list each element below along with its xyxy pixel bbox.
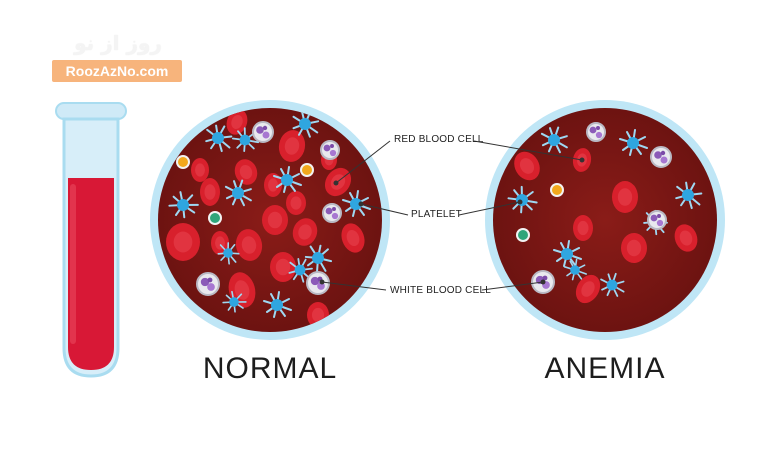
platelet-icon — [231, 127, 260, 153]
red-blood-cell-icon — [264, 173, 282, 197]
label-platelet: PLATELET — [411, 209, 462, 220]
red-blood-cell-icon — [612, 181, 638, 213]
platelet-line-anemia — [458, 201, 521, 216]
red-blood-cell-icon — [234, 159, 258, 185]
platelet-icon — [675, 181, 703, 210]
test-tube-icon — [55, 102, 127, 378]
white-blood-cell-icon — [252, 121, 274, 143]
platelet-icon — [342, 190, 371, 217]
red-blood-cell-icon — [341, 223, 365, 253]
white-blood-cell-icon — [320, 140, 340, 160]
platelet-icon — [600, 272, 625, 297]
platelet-granule — [176, 155, 190, 169]
red-blood-cell-icon — [226, 109, 248, 135]
platelet-icon — [205, 124, 233, 153]
white-blood-cell-icon — [586, 122, 606, 142]
platelet-granule — [300, 163, 314, 177]
platelet-icon — [222, 290, 247, 313]
platelet-icon — [288, 257, 313, 283]
red-blood-cell-icon — [292, 218, 318, 246]
red-blood-cell-icon — [575, 274, 601, 304]
red-blood-cell-icon — [270, 252, 296, 282]
platelet-icon — [507, 185, 538, 214]
red-blood-cell-icon — [191, 158, 209, 182]
title-anemia: ANEMIA — [544, 352, 666, 385]
platelet-line-normal — [360, 203, 409, 216]
logo-script-text: روز از نو — [74, 31, 162, 55]
red-blood-cell-icon — [674, 224, 698, 252]
red-blood-cell-icon — [166, 223, 200, 261]
red-blood-cell-icon — [286, 191, 306, 215]
platelet-icon — [563, 258, 588, 281]
wbc-line-normal — [321, 281, 387, 291]
red-blood-cell-icon — [621, 233, 647, 263]
platelet-icon — [224, 179, 252, 207]
platelet-icon — [168, 191, 199, 219]
label-white-blood-cell: WHITE BLOOD CELL — [390, 285, 491, 296]
monocyte-cell — [208, 211, 222, 225]
watermark-logo: روز از نو RoozAzNo.com — [52, 32, 184, 82]
rbc-line-normal — [335, 140, 391, 184]
platelet-icon — [292, 110, 320, 138]
monocyte-cell — [516, 228, 530, 242]
label-red-blood-cell: RED BLOOD CELL — [394, 134, 484, 145]
white-blood-cell-icon — [196, 272, 220, 296]
red-blood-cell-icon — [514, 151, 540, 181]
white-blood-cell-icon — [647, 210, 667, 230]
platelet-icon — [540, 126, 568, 154]
logo-badge: RoozAzNo.com — [52, 60, 182, 82]
platelet-icon — [263, 291, 292, 318]
normal-blood-sample — [150, 100, 390, 340]
platelet-icon — [619, 129, 648, 156]
platelet-icon — [553, 240, 582, 267]
platelet-icon — [273, 166, 302, 193]
anemia-blood-sample — [485, 100, 725, 340]
white-blood-cell-icon — [322, 203, 342, 223]
title-normal: NORMAL — [202, 352, 338, 385]
red-blood-cell-icon — [278, 130, 306, 162]
blood-sample — [68, 178, 114, 370]
platelet-icon — [217, 242, 240, 265]
white-blood-cell-icon — [650, 146, 672, 168]
red-blood-cell-icon — [235, 229, 263, 261]
wbc-line-anemia — [481, 281, 544, 291]
red-blood-cell-icon — [262, 205, 288, 235]
white-blood-cell-icon — [306, 271, 330, 295]
rbc-line-anemia — [473, 140, 583, 161]
platelet-icon — [304, 244, 333, 273]
callout-lines — [319, 140, 585, 291]
red-blood-cell-icon — [200, 178, 220, 206]
platelet-granule — [550, 183, 564, 197]
red-blood-cell-icon — [573, 215, 593, 241]
